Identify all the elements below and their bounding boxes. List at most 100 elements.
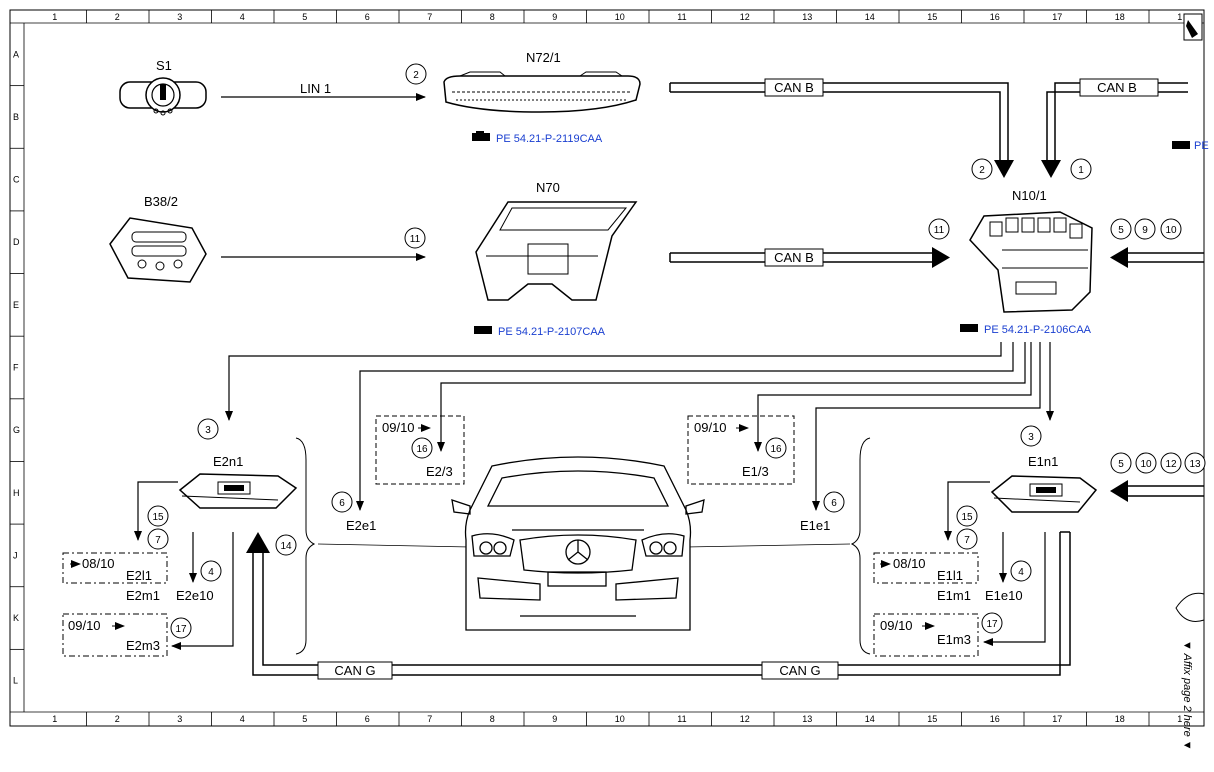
e2e10-label: E2e10 (176, 588, 214, 603)
grid-column-label: 13 (802, 714, 812, 724)
callout-17-e2m3: 17 (175, 624, 187, 635)
callout-3-e2n1: 3 (205, 425, 211, 436)
e2l1-date: 08/10 (82, 556, 115, 571)
canb-mid-label: CAN B (774, 250, 814, 265)
grid-column-label: 11 (677, 12, 686, 22)
e2l1-label: E2l1 (126, 568, 152, 583)
callout-15-e2l1: 15 (152, 512, 164, 523)
affix-page-note: ▼ Affix page 2 here ▼ (1181, 640, 1193, 751)
callout-4-e2e10: 4 (208, 567, 214, 578)
grid-column-label: 2 (115, 12, 120, 22)
e1e10-label: E1e10 (985, 588, 1023, 603)
right-ref-cut[interactable]: PE (1194, 140, 1209, 152)
e2m1-label: E2m1 (126, 588, 160, 603)
callout-16-e23: 16 (416, 444, 428, 455)
callout-6-e1e1: 6 (831, 498, 837, 509)
grid-column-label: 6 (365, 714, 370, 724)
page-corner-icon (1183, 13, 1203, 41)
n10-label: N10/1 (1012, 188, 1047, 203)
n70-ref-link[interactable]: PE 54.21-P-2107CAA (498, 326, 606, 338)
e2m3-label: E2m3 (126, 638, 160, 653)
grid-column-label: 16 (990, 714, 1000, 724)
grid-column-label: 14 (865, 12, 875, 22)
callout-15-e1l1: 15 (961, 512, 973, 523)
e1n1-label: E1n1 (1028, 454, 1058, 469)
grid-column-label: 10 (615, 714, 625, 724)
grid-column-label: 1 (1177, 12, 1182, 22)
cang-left-label: CAN G (334, 663, 375, 678)
n10-sam-module-icon (969, 211, 1093, 313)
s1-label: S1 (156, 58, 172, 73)
callout-6-e2e1: 6 (339, 498, 345, 509)
grid-row-label: A (13, 49, 19, 59)
callout-1-canb: 1 (1078, 165, 1084, 176)
cang-right-label: CAN G (779, 663, 820, 678)
callout-16-e13: 16 (770, 444, 782, 455)
e2m3-date: 09/10 (68, 618, 101, 633)
grid-column-label: 17 (1052, 714, 1062, 724)
grid-column-label: 18 (1115, 714, 1125, 724)
grid-row-label: E (13, 300, 19, 310)
grid-column-label: 1 (52, 12, 57, 22)
lin1-label: LIN 1 (300, 81, 331, 96)
callout-4-e1e10: 4 (1018, 567, 1024, 578)
e1m3-date: 09/10 (880, 618, 913, 633)
grid-column-label: 13 (802, 12, 812, 22)
grid-column-label: 12 (740, 12, 750, 22)
grid-column-label: 4 (240, 714, 245, 724)
n72-ref-link[interactable]: PE 54.21-P-2119CAA (496, 133, 603, 145)
grid-column-label: 8 (490, 12, 495, 22)
grid-row-label: L (13, 676, 18, 686)
grid-column-label: 2 (115, 714, 120, 724)
grid-column-label: 10 (615, 12, 625, 22)
grid-row-label: D (13, 237, 20, 247)
e1l1-date: 08/10 (893, 556, 926, 571)
callout-2-canb: 2 (979, 165, 985, 176)
e13-date: 09/10 (694, 420, 727, 435)
grid-column-label: 18 (1115, 12, 1125, 22)
pointing-hand-icon (472, 131, 490, 141)
callout-7-e2l1: 7 (155, 535, 161, 546)
n72-control-panel-icon (443, 71, 641, 113)
canb-right-label: CAN B (1097, 80, 1137, 95)
callout-14-cang: 14 (280, 541, 292, 552)
grid-row-label: H (13, 488, 20, 498)
grid-column-label: 15 (927, 714, 937, 724)
grid-row-label: F (13, 363, 19, 373)
e2n1-module-icon (178, 473, 298, 509)
grid-column-label: 17 (1052, 12, 1062, 22)
e1e1-label: E1e1 (800, 518, 830, 533)
grid-column-label: 16 (990, 12, 1000, 22)
callout-3-e1n1: 3 (1028, 432, 1034, 443)
grid-column-label: 9 (552, 12, 557, 22)
e2e1-label: E2e1 (346, 518, 376, 533)
e1n1-module-icon (990, 475, 1098, 513)
grid-column-label: 7 (427, 12, 432, 22)
grid-column-label: 8 (490, 714, 495, 724)
grid-column-label: 3 (177, 12, 182, 22)
n70-label: N70 (536, 180, 560, 195)
b38-sensor-icon (109, 217, 207, 283)
grid-column-label: 5 (302, 714, 307, 724)
n10-ref-link[interactable]: PE 54.21-P-2106CAA (984, 324, 1092, 336)
n10-output-lines (225, 342, 1054, 511)
grid-column-label: 15 (927, 12, 937, 22)
callout-2-lin: 2 (413, 70, 419, 81)
callout-17-e1m3: 17 (986, 619, 998, 630)
grid-column-label: 5 (302, 12, 307, 22)
pointing-hand-icon (960, 324, 978, 332)
callout-10-right: 10 (1165, 225, 1177, 236)
grid-column-label: 3 (177, 714, 182, 724)
grid-column-label: 14 (865, 714, 875, 724)
e1m3-label: E1m3 (937, 632, 971, 647)
vehicle-front-view-icon (451, 456, 705, 631)
e1l1-label: E1l1 (937, 568, 963, 583)
callout-9-right: 9 (1142, 225, 1148, 236)
grid-row-label: B (13, 112, 19, 122)
callout-13-right2: 13 (1189, 459, 1201, 470)
grid-column-label: 9 (552, 714, 557, 724)
grid-column-label: 12 (740, 714, 750, 724)
